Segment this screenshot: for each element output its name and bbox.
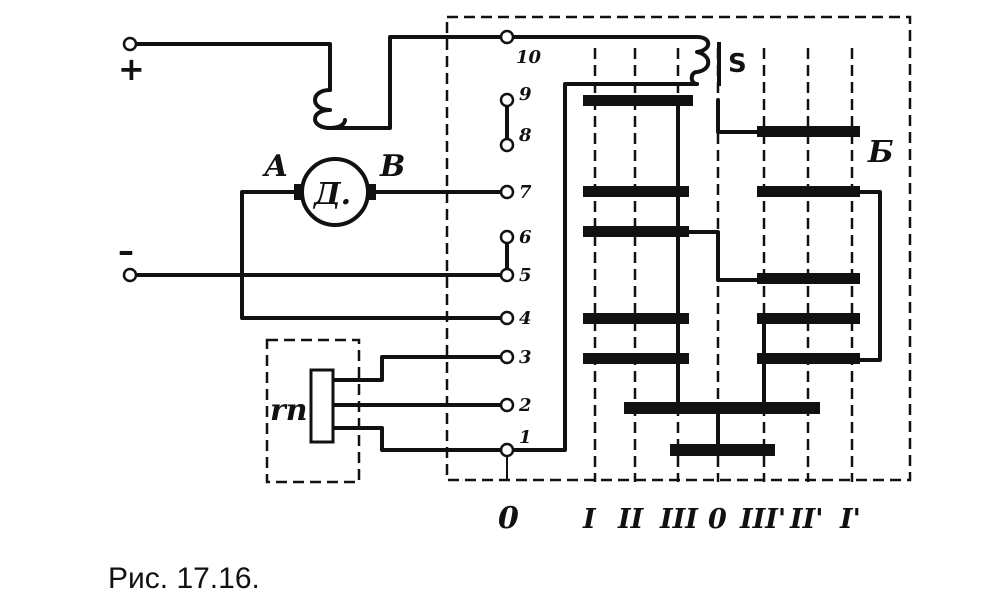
motor-brush-a bbox=[294, 184, 304, 200]
terminal-label-6: 6 bbox=[519, 227, 532, 248]
drum-contacts bbox=[583, 95, 860, 456]
wiring bbox=[128, 35, 882, 454]
terminal-label-9: 9 bbox=[519, 84, 532, 105]
motor-brush-b bbox=[366, 184, 376, 200]
figure-caption: Рис. 17.16. bbox=[108, 562, 260, 595]
plus-label: + bbox=[118, 50, 145, 88]
position-label-I: I bbox=[582, 504, 597, 535]
switch-s-label: S bbox=[728, 49, 747, 79]
rheostat-housing bbox=[265, 338, 361, 484]
position-lines bbox=[593, 48, 854, 482]
terminal-label-1: 1 bbox=[519, 427, 532, 448]
terminal-label-3: 3 bbox=[519, 347, 532, 368]
position-label-I-prime: I' bbox=[839, 504, 861, 535]
position-label-II-prime: II' bbox=[789, 504, 824, 535]
position-label-0: 0 bbox=[708, 504, 727, 535]
terminal-label-7: 7 bbox=[519, 182, 532, 203]
minus-terminal bbox=[122, 267, 138, 283]
switch-s-contact bbox=[717, 42, 721, 86]
drum-label: Б bbox=[867, 135, 894, 170]
controller-terminals bbox=[499, 29, 515, 481]
terminal-label-10: 10 bbox=[516, 47, 542, 68]
terminal-label-2: 2 bbox=[518, 395, 532, 416]
terminal-label-5: 5 bbox=[519, 265, 532, 286]
motor-terminal-a-label: А bbox=[262, 149, 288, 184]
position-label-III: III bbox=[659, 504, 699, 535]
plus-terminal bbox=[122, 36, 138, 52]
rheostat-body bbox=[309, 368, 335, 444]
terminal-label-0: 0 bbox=[498, 501, 519, 536]
position-label-II: II bbox=[617, 504, 645, 535]
position-label-III-prime: III' bbox=[739, 504, 786, 535]
terminal-label-8: 8 bbox=[518, 125, 532, 146]
terminal-label-4: 4 bbox=[519, 308, 532, 329]
rheostat-label: rп bbox=[270, 393, 308, 428]
motor-terminal-b-label: В bbox=[379, 149, 405, 184]
motor-label: Д. bbox=[312, 177, 351, 212]
minus-label: – bbox=[118, 232, 134, 270]
